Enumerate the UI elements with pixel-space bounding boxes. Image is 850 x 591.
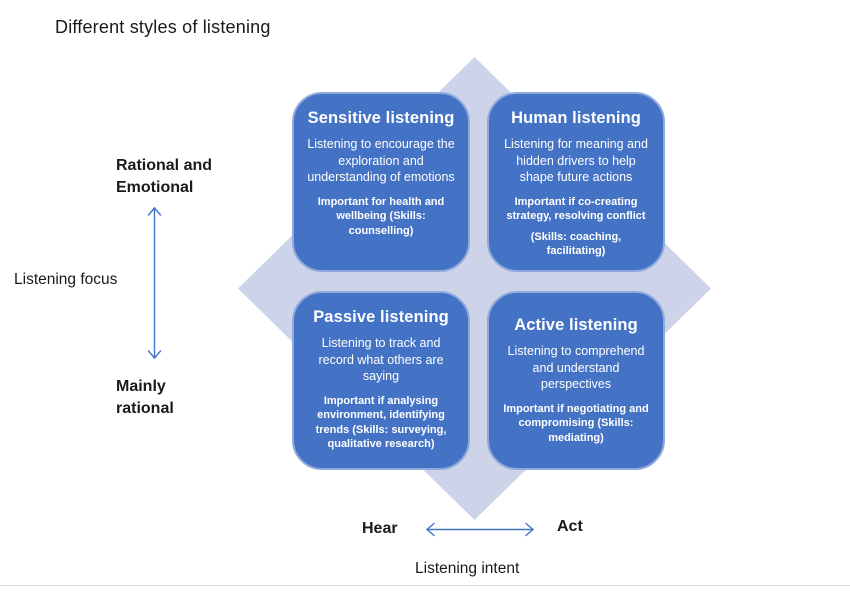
quadrant-sensitive-listening: Sensitive listening Listening to encoura…	[292, 92, 470, 272]
horizontal-double-arrow-icon	[425, 522, 535, 537]
quadrant-description: Listening to encourage the exploration a…	[307, 137, 455, 185]
page-title: Different styles of listening	[55, 17, 271, 37]
quadrant-heading: Human listening	[511, 109, 641, 127]
quadrant-note: Important for health and wellbeing (Skil…	[317, 195, 445, 237]
quadrant-active-listening: Active listening Listening to comprehend…	[487, 291, 665, 470]
quadrant-note: Important if negotiating and compromisin…	[503, 402, 649, 444]
x-axis-left-label: Hear	[362, 520, 398, 537]
x-axis-title: Listening intent	[415, 560, 520, 577]
y-axis-title: Listening focus	[14, 271, 118, 288]
vertical-double-arrow-icon	[147, 206, 162, 360]
y-axis-top-label: Rational and Emotional	[116, 157, 213, 196]
quadrant-note: (Skills: coaching, facilitating)	[530, 230, 622, 258]
quadrant-description: Listening to comprehend and understand p…	[507, 344, 645, 392]
quadrant-heading: Sensitive listening	[307, 109, 455, 127]
quadrant-heading: Passive listening	[313, 308, 449, 326]
quadrant-note: Important if analysing environment, iden…	[315, 394, 447, 451]
quadrant-description: Listening to track and record what other…	[318, 336, 444, 384]
quadrant-description: Listening for meaning and hidden drivers…	[504, 137, 648, 185]
quadrant-passive-listening: Passive listening Listening to track and…	[292, 291, 470, 470]
quadrant-human-listening: Human listening Listening for meaning an…	[487, 92, 665, 272]
quadrant-note: Important if co-creating strategy, resol…	[506, 195, 646, 223]
slide-bottom-edge	[0, 585, 850, 586]
x-axis-right-label: Act	[557, 518, 583, 535]
quadrant-heading: Active listening	[514, 316, 638, 334]
y-axis-bottom-label: Mainly rational	[116, 378, 174, 417]
